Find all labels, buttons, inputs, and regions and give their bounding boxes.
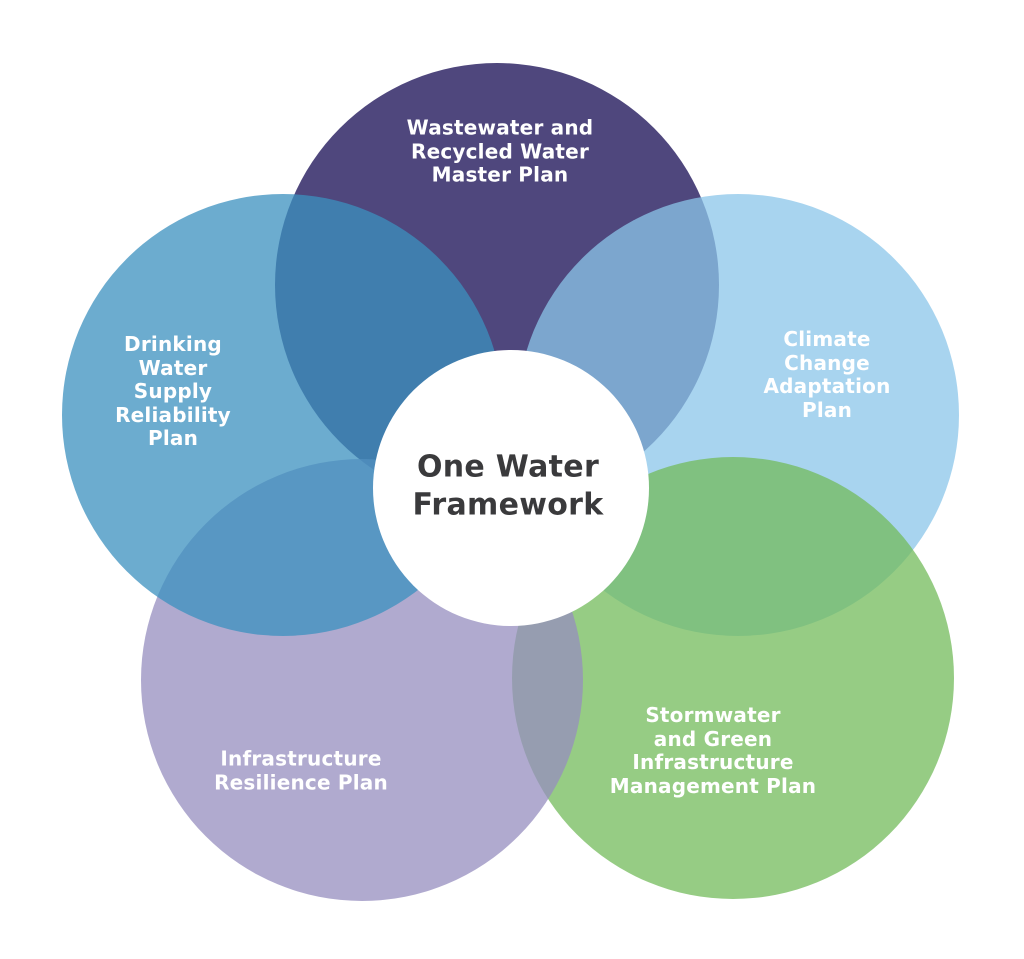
center-circle (373, 350, 649, 626)
